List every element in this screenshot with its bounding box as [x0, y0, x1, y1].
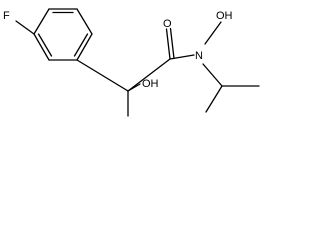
n-hydroxyl-bond [204, 21, 222, 45]
carbonyl-double-bond-b [169, 27, 175, 60]
ring-bond-5 [33, 33, 50, 61]
structure-canvas: F O N OH OH [0, 0, 268, 126]
n-hydroxyl-label: OH [216, 10, 233, 22]
ring-bond-6 [33, 8, 50, 35]
molecule-diagram: F O N OH OH [3, 8, 260, 117]
ring-bond-3 [76, 33, 93, 61]
nitrogen-label: N [195, 50, 203, 62]
fluorine-label: F [3, 10, 10, 22]
ring-bond-5-inner [37, 33, 53, 57]
isopropyl-methyl-bond-down [205, 85, 223, 113]
amide-bond [169, 54, 195, 60]
aryl-quaternary-bond [76, 59, 129, 92]
carbonyl-double-bond-a [165, 28, 171, 60]
quaternary-carbonyl-bond [127, 58, 171, 92]
c-hydroxyl-label: OH [142, 78, 159, 90]
fluorine-bond [15, 20, 35, 35]
ring-bond-2 [76, 8, 93, 35]
carbonyl-oxygen-label: O [163, 18, 172, 30]
ring-bond-3-inner [73, 33, 89, 57]
n-isopropyl-bond [202, 63, 223, 87]
